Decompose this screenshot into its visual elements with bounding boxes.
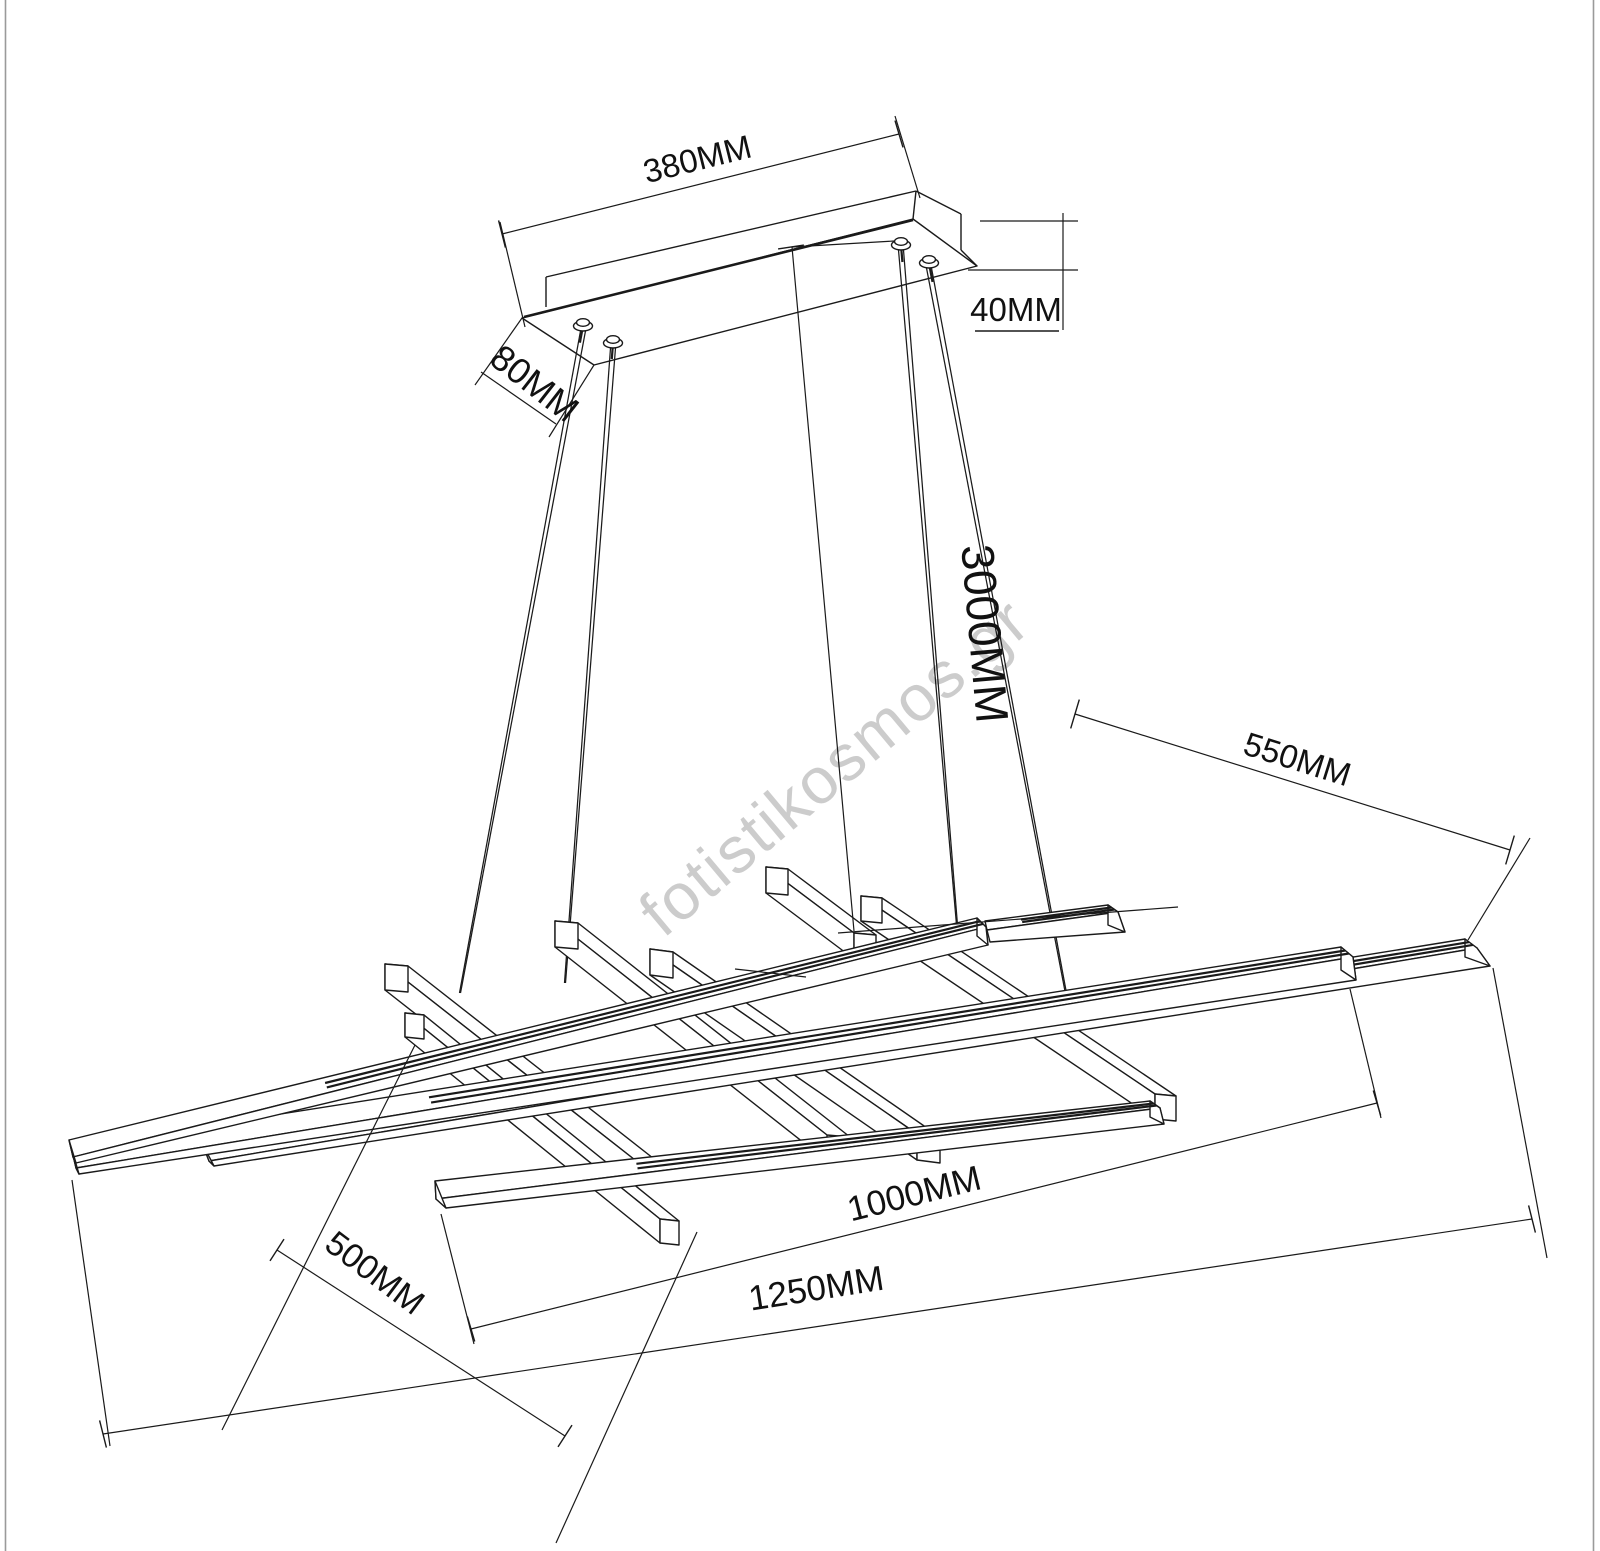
svg-text:40MM: 40MM — [970, 291, 1062, 328]
